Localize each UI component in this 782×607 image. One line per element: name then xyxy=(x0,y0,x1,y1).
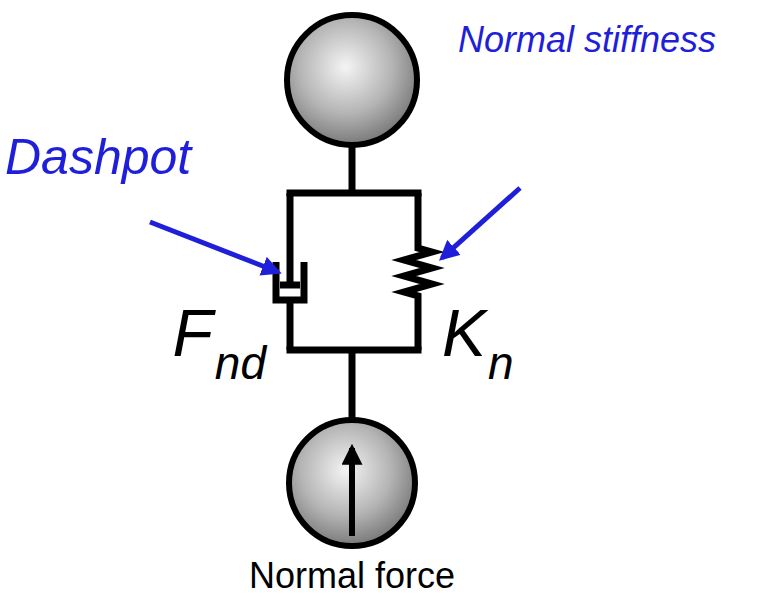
dashpot-leader xyxy=(150,222,278,272)
dashpot-rod xyxy=(287,193,294,285)
lower-particle xyxy=(289,420,415,546)
frame-top xyxy=(287,190,422,197)
spring-symbol xyxy=(404,193,432,350)
force-subscript: nd xyxy=(215,340,266,386)
force-arrow xyxy=(349,448,355,536)
dashpot-piston xyxy=(280,282,300,289)
stiffness-label: Normal stiffness xyxy=(458,22,716,58)
stiffness-subscript: n xyxy=(488,340,514,386)
lower-stem xyxy=(349,350,356,420)
force-label: Normal force xyxy=(249,558,455,594)
dashpot-label: Dashpot xyxy=(5,132,191,182)
stiffness-leader xyxy=(442,188,520,258)
force-symbol: F xyxy=(173,300,213,366)
upper-particle xyxy=(287,15,417,145)
dashpot-base xyxy=(287,300,294,350)
stiffness-symbol: K xyxy=(442,300,486,366)
dashpot-cylinder xyxy=(276,262,304,300)
upper-stem xyxy=(349,145,356,193)
